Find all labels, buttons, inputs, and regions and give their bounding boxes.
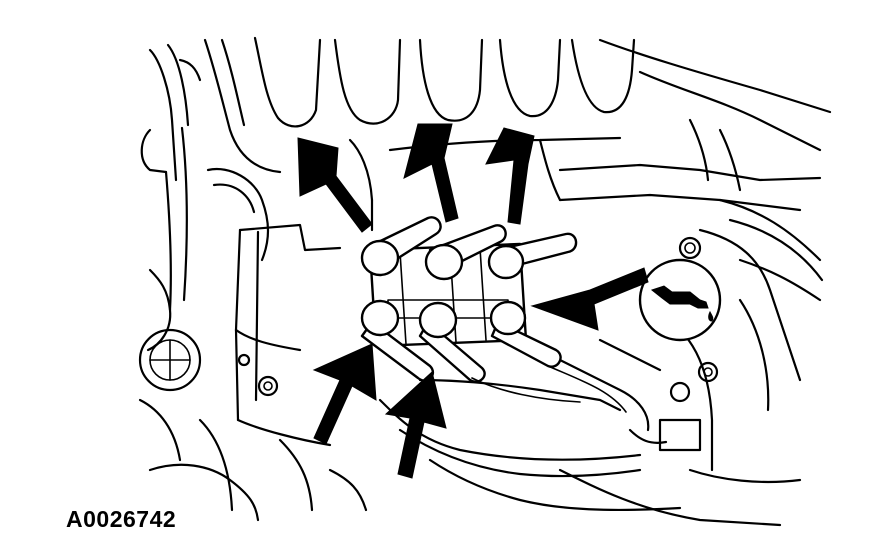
pointer-arrow-top-left: [297, 137, 373, 233]
spark-plug-wire-boots-top: [360, 216, 578, 281]
spark-plug-wire-boots-bottom: [360, 299, 627, 413]
engine-background-lineart: [138, 36, 832, 527]
pointer-arrow-bottom-center: [384, 371, 447, 479]
figure-reference-code: A0026742: [66, 506, 177, 532]
oil-filler-cap-icon: [638, 258, 722, 342]
pointer-arrow-top-right: [485, 127, 535, 225]
pointer-arrow-top-center: [403, 123, 459, 223]
pointer-arrow-bottom-left: [312, 343, 377, 445]
pointer-arrows: [297, 123, 649, 479]
pointer-arrow-right: [530, 267, 649, 331]
